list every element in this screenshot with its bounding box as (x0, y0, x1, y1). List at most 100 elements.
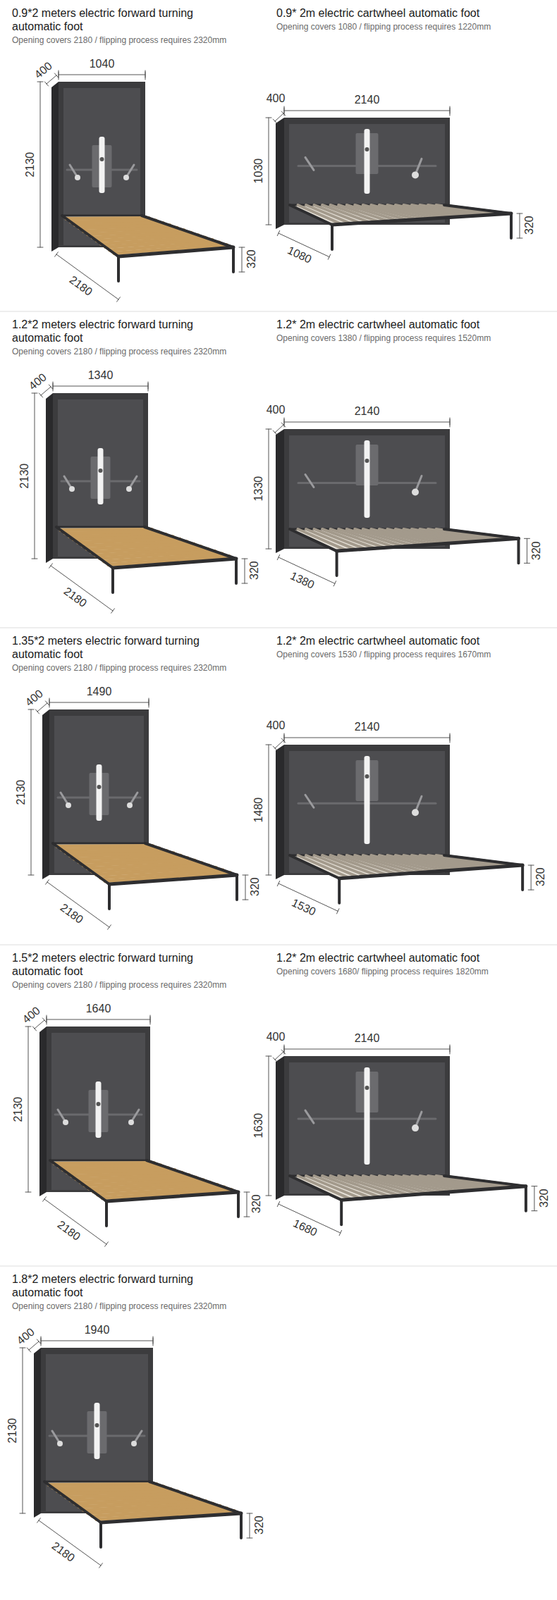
mechanism-pivot (97, 785, 102, 790)
mechanism-pivot (365, 774, 370, 780)
bed-rail (337, 538, 519, 552)
dimension-tick (145, 71, 146, 78)
dimension-tick (31, 559, 38, 560)
dimension-line (268, 745, 270, 876)
dimension-tick (277, 230, 280, 236)
bed-leg (231, 247, 235, 273)
dimension-tick (48, 384, 53, 390)
bed-leg (117, 256, 120, 282)
dimension-label: 2140 (354, 1032, 381, 1046)
dimension-label: 320 (251, 1517, 266, 1537)
bed-rail (444, 1176, 526, 1188)
panel-separator (0, 1266, 557, 1268)
dimension-tick (31, 393, 38, 395)
dimension-tick (284, 735, 285, 742)
dimension-line (274, 113, 284, 122)
dimension-line (244, 559, 246, 584)
dimension-tick (516, 213, 523, 215)
dimension-label: 2130 (5, 1419, 20, 1445)
dimension-tick (339, 1231, 342, 1236)
lamp-arm (415, 796, 422, 811)
dimension-tick (246, 1514, 253, 1516)
dimension-tick (246, 1539, 253, 1540)
extension-line (49, 698, 51, 708)
bed-frame (289, 1176, 526, 1201)
dimension-tick (523, 538, 530, 540)
dimension-tick (528, 865, 534, 867)
panel-separator (0, 311, 557, 313)
dimension-line (249, 1514, 251, 1540)
mechanism-arm (99, 136, 106, 194)
dimension-tick (32, 1027, 36, 1032)
mechanism-arm (98, 448, 104, 505)
dimension-line (40, 387, 51, 396)
extension-line (449, 1045, 451, 1055)
dimension-tick (265, 745, 272, 746)
model-heading: 1.2* 2m electric cartwheel automatic foo… (276, 317, 480, 332)
bed-frame (289, 855, 523, 880)
dimension-label: 2180 (49, 1539, 78, 1566)
lamp-arm (57, 1110, 65, 1122)
dimension-label: 2180 (57, 901, 87, 927)
lamp-arm (129, 476, 137, 488)
lamp (126, 486, 132, 493)
model-heading: 0.9* 2m electric cartwheel automatic foo… (276, 6, 480, 20)
dimension-line (46, 1020, 151, 1021)
bed-rail (100, 1514, 242, 1524)
opening-note: Opening covers 1080 / flipping process r… (276, 21, 491, 32)
dimension-line (274, 1052, 284, 1061)
cabinet-side (275, 1056, 285, 1201)
dimension-tick (117, 297, 121, 302)
bed-rail (44, 1482, 101, 1524)
dimension-tick (37, 1519, 41, 1524)
dimension-line (268, 117, 270, 225)
dimension-tick (272, 119, 277, 124)
dimension-label: 400 (26, 370, 50, 394)
lamp-arm (130, 793, 138, 805)
dimension-label: 320 (247, 878, 261, 898)
dimension-line (284, 1049, 450, 1051)
dimension-tick (449, 1047, 451, 1053)
dimension-tick (52, 383, 54, 390)
model-heading: 1.5*2 meters electric forward turning au… (11, 951, 245, 979)
lamp (126, 803, 133, 809)
bed-frame (50, 1161, 239, 1203)
dimension-label: 320 (536, 1189, 550, 1209)
lamp (131, 1441, 137, 1448)
lamp (411, 809, 419, 817)
dimension-label: 400 (266, 403, 286, 417)
lamp (128, 1120, 134, 1126)
dimension-tick (337, 909, 340, 915)
dimension-tick (265, 224, 272, 226)
dimension-label: 1490 (86, 685, 113, 699)
extension-line (449, 106, 451, 116)
dimension-label: 2130 (17, 463, 32, 490)
dimension-label: 1680 (290, 1217, 319, 1241)
lamp-arm (305, 475, 314, 488)
dimension-label: 2180 (54, 1218, 84, 1244)
dimension-tick (531, 1186, 538, 1188)
dimension-label: 1380 (287, 568, 316, 592)
dimension-tick (272, 430, 277, 436)
lamp (411, 171, 419, 179)
bed-rail (444, 529, 519, 539)
dimension-line (40, 1341, 153, 1343)
dimension-line (526, 538, 528, 564)
lamp (411, 489, 419, 497)
cabinet-side (275, 745, 285, 880)
bed-slat (54, 1163, 154, 1165)
dimension-label: 400 (31, 59, 55, 82)
dimension-tick (19, 1514, 26, 1516)
opening-note: Opening covers 1380 / flipping process r… (276, 333, 491, 344)
dimension-tick (277, 1202, 280, 1208)
dimension-label: 400 (22, 687, 46, 710)
bed-rail (289, 529, 338, 552)
bed-leg (330, 224, 334, 250)
dimension-tick (25, 1192, 32, 1194)
dimension-tick (43, 1197, 47, 1203)
dimension-line (268, 429, 270, 550)
lamp-arm (305, 157, 314, 170)
dimension-tick (46, 1017, 48, 1024)
dimension-label: 1530 (289, 896, 318, 919)
mechanism-pivot (96, 1102, 101, 1107)
